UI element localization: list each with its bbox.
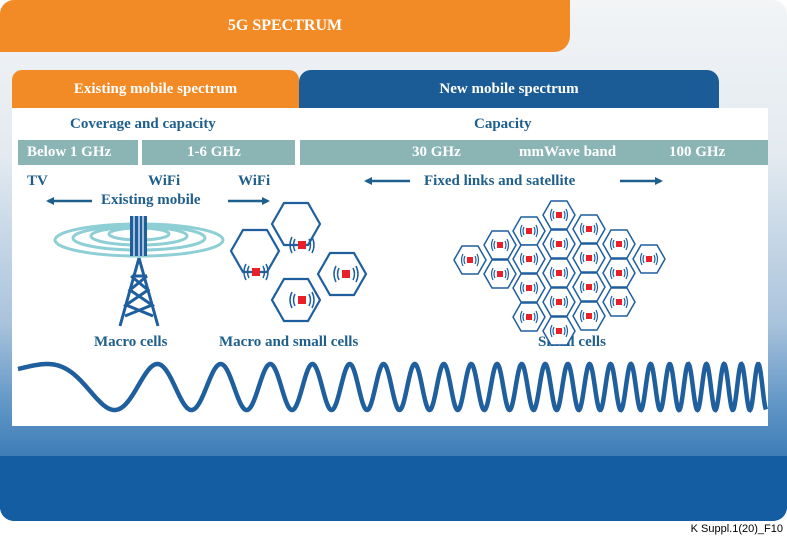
band-1-6ghz-label: 1-6 GHz (187, 144, 241, 160)
use-wifi-2: WiFi (238, 173, 271, 189)
macro-small-cells-icon (229, 201, 368, 323)
tab-new-spectrum: New mobile spectrum (299, 70, 719, 108)
use-wifi-1: WiFi (148, 173, 181, 189)
title-banner (0, 0, 570, 52)
band-mmwave-label: mmWave band (519, 144, 617, 160)
header-capacity: Capacity (474, 116, 532, 132)
band-mmwave: 30 GHz mmWave band 100 GHz (300, 140, 768, 165)
use-tv: TV (27, 173, 48, 189)
label-macro-small-cells: Macro and small cells (219, 334, 359, 350)
header-coverage-capacity: Coverage and capacity (70, 116, 216, 132)
bottom-bar (0, 456, 787, 521)
band-below-1ghz: Below 1 GHz (18, 140, 138, 165)
band-30ghz-label: 30 GHz (412, 144, 461, 160)
frequency-wave (17, 361, 769, 413)
page-title: 5G SPECTRUM (227, 17, 343, 34)
band-1-6ghz: 1-6 GHz (142, 140, 295, 165)
band-below-1ghz-label: Below 1 GHz (27, 144, 112, 160)
use-existing-mobile: Existing mobile (101, 192, 201, 208)
tab-existing-spectrum: Existing mobile spectrum (12, 70, 299, 108)
figure-id: K Suppl.1(20)_F10 (690, 523, 783, 535)
use-fixed-links: Fixed links and satellite (424, 173, 576, 189)
band-100ghz-label: 100 GHz (669, 144, 726, 160)
macro-tower-icon (53, 216, 225, 327)
label-macro-cells: Macro cells (94, 334, 168, 350)
